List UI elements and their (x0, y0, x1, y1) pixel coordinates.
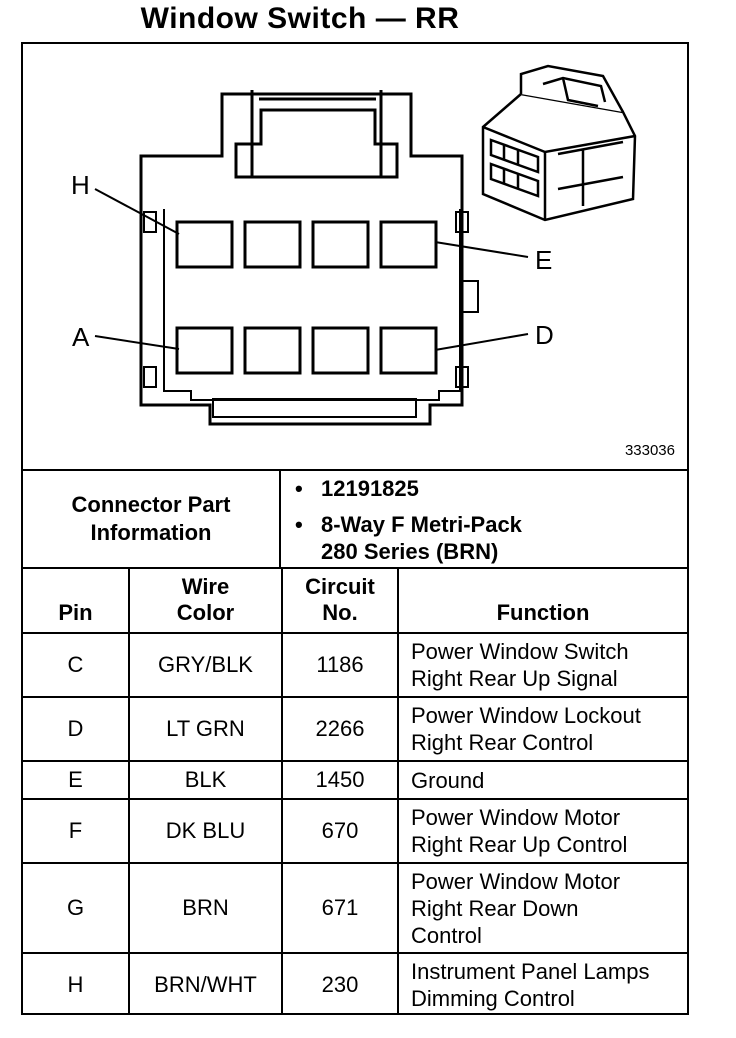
leader-d (434, 333, 529, 351)
connector-type-item: • 8-Way F Metri-Pack 280 Series (BRN) (295, 511, 621, 565)
cell-pin: G (23, 862, 130, 954)
cell-circuit: 230 (281, 952, 399, 1015)
table-row: E BLK 1450 Ground (23, 760, 687, 800)
connector-type-line1: 8-Way F Metri-Pack (321, 512, 522, 537)
cell-pin: F (23, 798, 130, 864)
connector-info-label-line2: Information (90, 520, 212, 545)
header-function: Function (397, 569, 687, 634)
cell-circuit: 2266 (281, 696, 399, 762)
cell-pin: H (23, 952, 130, 1015)
cell-circuit: 671 (281, 862, 399, 954)
connector-latch (234, 90, 399, 179)
cell-circuit: 1186 (281, 632, 399, 698)
cell-function: Ground (397, 760, 687, 800)
pin-label-h: H (71, 170, 90, 200)
leader-e (434, 241, 529, 258)
connector-diagram: H E A D (71, 64, 637, 426)
connector-info-label: Connector Part Information (23, 471, 281, 567)
cell-pin: E (23, 760, 130, 800)
cell-wire-color: DK BLU (128, 798, 283, 864)
pin-label-d: D (535, 320, 554, 350)
cell-circuit: 670 (281, 798, 399, 864)
cavity-g (243, 220, 302, 269)
cell-circuit: 1450 (281, 760, 399, 800)
cell-wire-color: BRN/WHT (128, 952, 283, 1015)
page-title: Window Switch — RR (140, 2, 460, 35)
cell-wire-color: GRY/BLK (128, 632, 283, 698)
cavity-d (379, 326, 438, 375)
connector-sheet: H E A D 333036 Connector Part Informatio… (21, 42, 689, 1015)
leader-h (94, 188, 180, 235)
cell-wire-color: BRN (128, 862, 283, 954)
cell-pin: C (23, 632, 130, 698)
connector-outline (139, 92, 464, 426)
connector-info-section: Connector Part Information • 12191825 • … (23, 469, 687, 569)
cell-wire-color: LT GRN (128, 696, 283, 762)
cavity-f (311, 220, 370, 269)
pin-label-e: E (535, 245, 552, 275)
connector-3d-illustration (481, 64, 637, 222)
figure-number: 333036 (624, 442, 675, 459)
part-number: 12191825 (321, 476, 419, 501)
connector-info-label-line1: Connector Part (71, 492, 231, 517)
cell-pin: D (23, 696, 130, 762)
cavity-e (379, 220, 438, 269)
part-number-item: • 12191825 (295, 475, 419, 502)
cavity-b (243, 326, 302, 375)
bullet-icon: • (295, 512, 303, 537)
cavity-c (311, 326, 370, 375)
bullet-icon: • (295, 476, 303, 501)
header-pin: Pin (23, 569, 130, 634)
connector-type-line2: 280 Series (BRN) (321, 539, 499, 564)
pin-label-a: A (72, 322, 90, 352)
connector-info-list: • 12191825 • 8-Way F Metri-Pack 280 Seri… (281, 471, 687, 567)
cavity-a (175, 326, 234, 375)
leader-a (94, 335, 180, 350)
cavity-h (175, 220, 234, 269)
cell-wire-color: BLK (128, 760, 283, 800)
terminal-cavities (175, 220, 438, 375)
